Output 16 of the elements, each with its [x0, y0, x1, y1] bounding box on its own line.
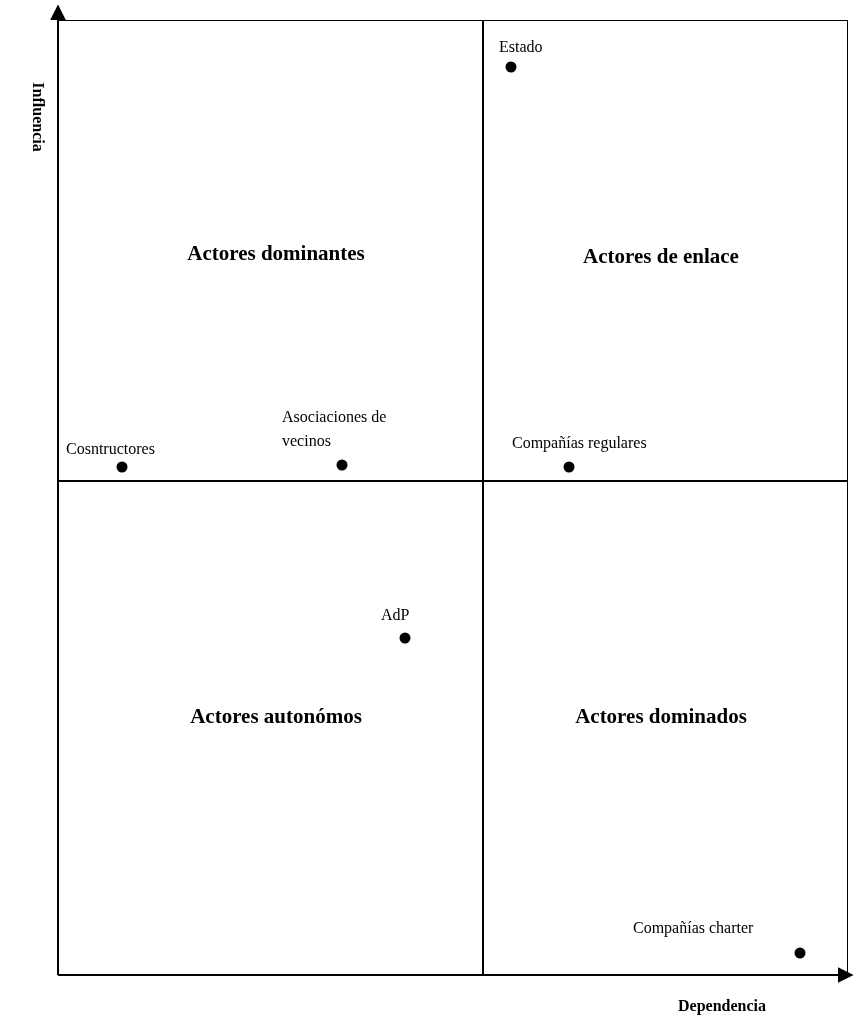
point-label: Compañías regulares — [512, 433, 648, 454]
quadrant-title: Actores de enlace — [582, 243, 740, 270]
quadrant-box — [58, 481, 483, 975]
quadrant-box — [483, 481, 848, 975]
point-label: Cosntructores — [66, 439, 156, 459]
axis-label: Influencia — [29, 81, 47, 154]
point-label: Asociaciones de vecinos — [282, 407, 388, 451]
quadrant-box — [483, 20, 848, 481]
point-label: Estado — [499, 37, 544, 57]
quadrant-title: Actores autonómos — [189, 703, 363, 730]
axis-label: Dependencia — [678, 997, 766, 1015]
point-label: Compañías charter — [633, 918, 755, 939]
point-label: AdP — [381, 605, 411, 625]
quadrant-title: Actores dominados — [574, 703, 748, 730]
quadrant-box — [58, 20, 483, 481]
quadrant-title: Actores dominantes — [186, 240, 366, 267]
